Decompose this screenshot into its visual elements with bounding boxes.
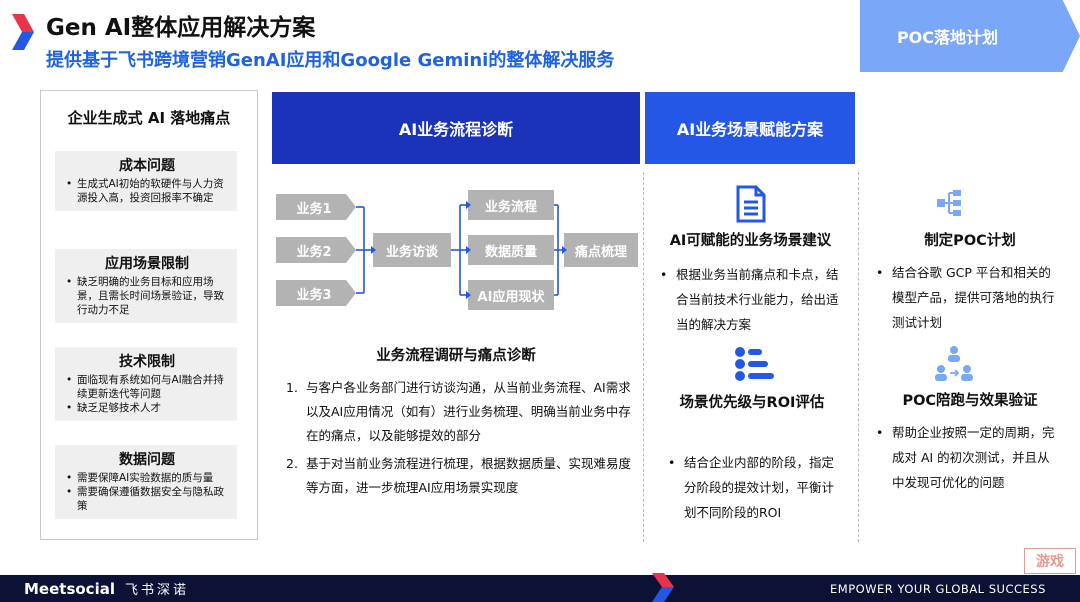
footer-logo-mark (652, 573, 674, 602)
poc-section2-title: POC陪跑与效果验证 (902, 393, 1038, 409)
pain-item: 面临现有系统如何与AI融合并持续更新迭代等问题 (65, 373, 229, 401)
pain-item: 需要保障AI实验数据的质与量 (65, 471, 229, 485)
flow-business-2: 业务2 (296, 244, 332, 260)
pain-item: 需要确保遵循数据安全与隐私政策 (65, 485, 229, 513)
brand-logo-mark (12, 14, 34, 50)
poc-header-label: POC落地计划 (896, 28, 999, 47)
poc-section1-title: 制定POC计划 (924, 233, 1016, 249)
pain-title: 应用场景限制 (105, 256, 189, 272)
pain-box-cost: 成本问题 生成式AI初始的软硬件与人力资源投入高，投资回报率不确定 (55, 151, 237, 211)
watermark-stamp: 游戏 (1024, 548, 1076, 574)
priority-list-icon (735, 347, 774, 381)
pain-item: 缺乏足够技术人才 (65, 401, 229, 415)
pain-title: 数据问题 (119, 452, 175, 468)
poc-section1-list: 结合谷歌 GCP 平台和相关的模型产品，提供可落地的执行测试计划 (872, 260, 1062, 335)
pain-item: 缺乏明确的业务目标和应用场景，且需长时间场景验证，导致行动力不足 (65, 275, 229, 317)
flow-aspect-process: 业务流程 (484, 199, 537, 215)
team-collaboration-icon (935, 346, 973, 381)
bullet-item: 结合企业内部的阶段，指定分阶段的提效计划，平衡计划不同阶段的ROI (664, 450, 844, 525)
diagnosis-step: 2.基于对当前业务流程进行梳理，根据数据质量、实现难易度等方面，进一步梳理AI应… (286, 456, 632, 495)
empower-section1-list: 根据业务当前痛点和卡点，结合当前技术行业能力，给出适当的解决方案 (656, 262, 846, 337)
pain-points-panel: 企业生成式 AI 落地痛点 成本问题 生成式AI初始的软硬件与人力资源投入高，投… (40, 90, 258, 540)
bullet-item: 根据业务当前痛点和卡点，结合当前技术行业能力，给出适当的解决方案 (656, 262, 846, 337)
document-icon (736, 185, 766, 223)
column-header-empower: AI业务场景赋能方案 (645, 92, 855, 164)
pain-box-data: 数据问题 需要保障AI实验数据的质与量 需要确保遵循数据安全与隐私政策 (55, 445, 237, 519)
pain-points-title: 企业生成式 AI 落地痛点 (67, 109, 231, 127)
bullet-item: 结合谷歌 GCP 平台和相关的模型产品，提供可落地的执行测试计划 (872, 260, 1062, 335)
flow-business-1: 业务1 (296, 201, 332, 217)
page-subtitle: 提供基于飞书跨境营销GenAI应用和Google Gemini的整体解决服务 (46, 50, 615, 71)
flow-aspect-ai: AI应用现状 (477, 289, 545, 305)
page-title: Gen AI整体应用解决方案 (46, 15, 316, 41)
diagnosis-heading: 业务流程调研与痛点诊断 (376, 348, 536, 364)
footer-bar (0, 575, 1080, 602)
flow-diagram: 业务1 业务2 业务3 业务访谈 业务流程 数据质量 AI应用现状 痛点梳理 (272, 180, 642, 320)
empower-section1-title: AI可赋能的业务场景建议 (669, 233, 832, 249)
brand-name: Meetsocial (24, 580, 115, 598)
pain-title: 成本问题 (119, 158, 175, 174)
empower-section2-title: 场景优先级与ROI评估 (679, 395, 825, 411)
column-divider (643, 172, 644, 542)
diagnosis-steps: 1.与客户各业务部门进行访谈沟通，从当前业务流程、AI需求以及AI应用情况（如有… (286, 376, 636, 504)
column-divider (858, 172, 859, 542)
arrow-shape (860, 0, 1080, 72)
brand-name-cn: 飞书深诺 (124, 583, 189, 598)
empower-section2-list: 结合企业内部的阶段，指定分阶段的提效计划，平衡计划不同阶段的ROI (664, 450, 844, 525)
column-header-poc: POC落地计划 (860, 0, 1080, 72)
flow-result: 痛点梳理 (574, 244, 627, 260)
footer-slogan: EMPOWER YOUR GLOBAL SUCCESS (830, 582, 1046, 596)
bullet-item: 帮助企业按照一定的周期，完成对 AI 的初次测试，并且从中发现可优化的问题 (872, 420, 1062, 495)
pain-box-scenario: 应用场景限制 缺乏明确的业务目标和应用场景，且需长时间场景验证，导致行动力不足 (55, 249, 237, 323)
pain-box-tech: 技术限制 面临现有系统如何与AI融合并持续更新迭代等问题 缺乏足够技术人才 (55, 347, 237, 421)
flow-aspect-data: 数据质量 (484, 244, 537, 260)
pain-title: 技术限制 (119, 354, 175, 370)
pain-item: 生成式AI初始的软硬件与人力资源投入高，投资回报率不确定 (65, 177, 229, 205)
diagnosis-step: 1.与客户各业务部门进行访谈沟通，从当前业务流程、AI需求以及AI应用情况（如有… (286, 380, 631, 443)
footer-brand: Meetsocial 飞书深诺 (24, 579, 189, 598)
flow-interview: 业务访谈 (385, 244, 438, 260)
poc-section2-list: 帮助企业按照一定的周期，完成对 AI 的初次测试，并且从中发现可优化的问题 (872, 420, 1062, 495)
column-header-diagnosis: AI业务流程诊断 (272, 92, 640, 164)
hierarchy-icon (937, 190, 961, 216)
flow-business-3: 业务3 (296, 287, 332, 303)
